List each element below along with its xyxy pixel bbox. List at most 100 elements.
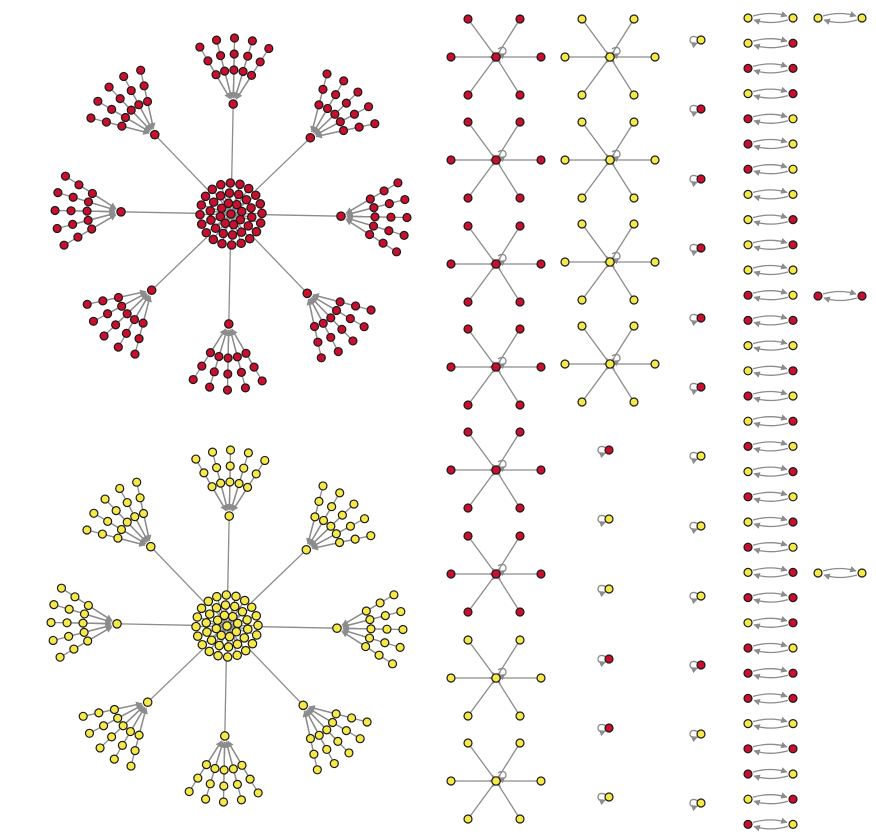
hub-edge [226, 624, 259, 627]
hub-cluster-node [227, 230, 238, 240]
leaf-node [214, 351, 224, 362]
self-loop-edge [689, 729, 699, 743]
star-leaf-node [463, 711, 473, 721]
leaf-node [331, 529, 341, 539]
pair-edge [752, 11, 788, 18]
leaf-node [211, 70, 221, 80]
leaf-node [228, 764, 238, 774]
leaf-node [219, 765, 229, 775]
branch-edge [264, 214, 341, 217]
hub-cluster-node [219, 610, 230, 621]
leaf-node [119, 71, 129, 82]
pair-node [743, 718, 753, 729]
self-loop-node [696, 382, 706, 392]
leaf-node [188, 374, 198, 385]
leaf-node [225, 445, 236, 455]
leaf-node [46, 617, 56, 628]
hub-cluster-node [201, 618, 212, 628]
star-leaf-node [515, 14, 525, 24]
leaf-node [191, 454, 201, 464]
leaf-node [322, 725, 332, 735]
pair-node [788, 592, 798, 603]
hub-cluster-node [223, 198, 234, 209]
pair-node [788, 38, 798, 48]
pair-node [743, 769, 753, 779]
leaf-node [87, 224, 97, 234]
hub-cluster-node [246, 602, 257, 613]
pair-edge [753, 724, 789, 731]
hub-edge [230, 184, 241, 215]
star-self-loop [497, 459, 507, 473]
hub-cluster-node [251, 630, 262, 640]
leaf-node [249, 362, 259, 372]
self-loop-node [604, 514, 614, 524]
pair-edge [753, 421, 789, 429]
leaf-node [73, 232, 83, 242]
pair-edge [752, 162, 788, 169]
leaf-node [331, 90, 341, 100]
pair-node [743, 366, 753, 376]
pair-edge [753, 673, 789, 681]
pair-node [788, 341, 798, 351]
star-leaf-node [577, 219, 587, 229]
hub-cluster-node [246, 212, 257, 222]
branch-edge [228, 247, 231, 324]
leaf-node [331, 709, 341, 719]
leaf-node [232, 352, 242, 362]
pair-node [788, 63, 798, 74]
leaf-node [253, 788, 263, 798]
hub-cluster-node [211, 623, 222, 634]
pair-edge [752, 691, 788, 698]
pair-node [743, 819, 753, 830]
leaf-node [314, 100, 324, 110]
pair-node [788, 416, 798, 426]
pair-node [743, 38, 753, 48]
leaf-node [215, 51, 226, 61]
leaf-node [126, 761, 136, 771]
pair-edge [753, 472, 789, 479]
hub-cluster-node [220, 600, 231, 610]
pair-edge [753, 572, 789, 580]
self-loop-edge [597, 654, 607, 668]
hub-edge [217, 625, 228, 656]
leaf-node [232, 779, 243, 789]
leaf-node [341, 726, 351, 736]
star-leaf-node [446, 569, 456, 579]
pair-node [743, 643, 753, 653]
pair-edge [753, 799, 789, 807]
hub-cluster-node [242, 624, 253, 634]
pair-edge [752, 86, 788, 94]
hub-cluster-node [201, 227, 212, 238]
hub-cluster-node [208, 197, 219, 207]
self-loop-node [696, 660, 706, 670]
pair-node [788, 668, 798, 678]
self-loop-edge [689, 451, 699, 465]
hub-cluster-node [253, 620, 263, 631]
star-leaf-node [463, 193, 473, 203]
leaf-node [361, 606, 371, 616]
edges-layer [51, 11, 858, 832]
hub-cluster-node [239, 633, 250, 643]
leaf-node [365, 194, 375, 204]
pair-edge [752, 515, 788, 522]
leaf-node [98, 721, 109, 731]
leaf-node [104, 82, 114, 92]
pair-node [743, 693, 753, 704]
pair-node [743, 189, 753, 199]
pair-node [743, 63, 753, 74]
leaf-node [139, 81, 149, 91]
hub-cluster-node [232, 639, 243, 650]
leaf-node [223, 353, 233, 363]
star-center-node [491, 155, 501, 165]
self-loop-edge [689, 104, 699, 118]
hub-cluster-node [226, 240, 237, 250]
star-center-node [491, 52, 501, 62]
leaf-node [359, 322, 369, 332]
leaf-node [322, 69, 332, 79]
star-leaf-node [446, 362, 456, 372]
leaf-node [399, 230, 409, 240]
leaf-node [349, 499, 359, 509]
leaf-node [339, 76, 349, 86]
star-self-loop [611, 353, 621, 367]
leaf-node [60, 171, 71, 181]
